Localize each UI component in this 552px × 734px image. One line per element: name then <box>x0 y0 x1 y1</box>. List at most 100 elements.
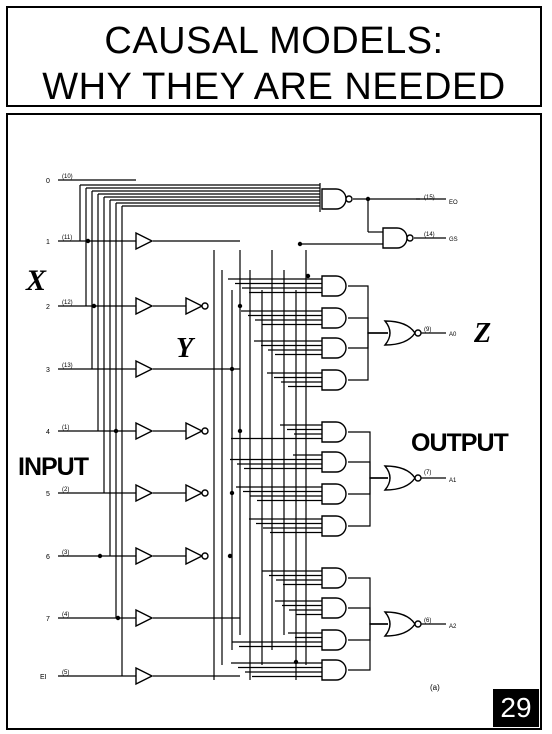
input-pin-1: (11) <box>62 235 72 241</box>
nand-gate <box>382 227 408 249</box>
output-pin-eo: (15) <box>424 195 435 201</box>
junction-dot <box>97 553 103 559</box>
input-label-0: 0 <box>46 178 50 185</box>
junction-dot <box>305 273 311 279</box>
buffer-gate <box>135 296 154 316</box>
and-gate <box>321 483 347 505</box>
output-pin-a0: (9) <box>424 327 431 333</box>
slide-title-line-2: WHY THEY ARE NEEDED <box>42 66 506 108</box>
junction-dot <box>115 615 121 621</box>
junction-dot <box>229 366 235 372</box>
nand-bubble <box>406 234 414 242</box>
junction-dot <box>113 428 119 434</box>
output-label-a2: A2 <box>449 624 457 630</box>
slide-title-line-1: CAUSAL MODELS: <box>104 20 444 62</box>
nand-gate <box>321 188 347 210</box>
input-label-6: 6 <box>46 554 50 561</box>
z-label: Z <box>473 318 491 349</box>
and-gate <box>321 451 347 473</box>
and-gate <box>321 307 347 329</box>
logic-gates <box>135 188 422 686</box>
buffer-gate <box>135 359 154 379</box>
inverter-bubble <box>201 302 209 310</box>
junction-dot <box>91 303 97 309</box>
junction-dot <box>85 238 91 244</box>
wire <box>348 431 388 479</box>
wire <box>348 623 388 641</box>
input-pin-2: (12) <box>62 300 73 306</box>
wires <box>58 179 446 680</box>
input-label-5: 5 <box>46 491 50 498</box>
and-gate <box>321 275 347 297</box>
output-heading: OUTPUT <box>411 429 509 457</box>
junction-dot <box>227 553 233 559</box>
wire <box>348 317 388 334</box>
output-label-gs: GS <box>449 237 458 243</box>
buffer-gate <box>135 608 154 628</box>
junction-dot <box>293 659 299 665</box>
input-pin-4: (1) <box>62 425 69 431</box>
junction-dot <box>237 303 243 309</box>
input-pin-6: (3) <box>62 550 69 556</box>
inverter-gate <box>185 421 204 441</box>
buffer-gate <box>135 546 154 566</box>
nor-gate <box>383 465 416 491</box>
input-pin-7: (4) <box>62 612 69 618</box>
diagram-frame <box>6 113 542 730</box>
x-label: X <box>25 264 47 297</box>
input-label-4: 4 <box>46 429 50 436</box>
and-gate <box>321 369 347 391</box>
nor-bubble <box>414 620 422 628</box>
buffer-gate <box>135 666 154 686</box>
y-label: Y <box>176 333 196 364</box>
buffer-gate <box>135 421 154 441</box>
and-gate <box>321 629 347 651</box>
input-pin-3: (13) <box>62 363 73 369</box>
nor-gate <box>383 320 416 346</box>
inverter-gate <box>185 546 204 566</box>
wire <box>348 332 388 381</box>
inverter-gate <box>185 296 204 316</box>
input-label-ei: EI <box>40 674 47 681</box>
junction-dot <box>365 196 371 202</box>
wire <box>348 623 388 671</box>
wire <box>348 477 388 495</box>
page-number-badge: 29 <box>493 689 539 727</box>
nand-bubble <box>345 195 353 203</box>
input-label-2: 2 <box>46 304 50 311</box>
junction-dots <box>85 196 371 665</box>
wire <box>348 607 388 625</box>
and-gate <box>321 337 347 359</box>
output-label-eo: EO <box>449 200 458 206</box>
junction-dot <box>237 428 243 434</box>
wire <box>348 461 388 479</box>
wire <box>348 577 388 625</box>
inverter-bubble <box>201 427 209 435</box>
input-pin-0: (10) <box>62 174 73 180</box>
wire <box>348 477 388 527</box>
output-label-a0: A0 <box>449 332 457 338</box>
and-gate <box>321 567 347 589</box>
input-label-3: 3 <box>46 367 50 374</box>
nor-bubble <box>414 329 422 337</box>
and-gate <box>321 421 347 443</box>
inverter-bubble <box>201 552 209 560</box>
input-label-1: 1 <box>46 239 50 246</box>
junction-dot <box>297 241 303 247</box>
output-pin-a2: (6) <box>424 618 431 624</box>
nor-gate <box>383 611 416 637</box>
and-gate <box>321 597 347 619</box>
output-pin-gs: (14) <box>424 232 435 238</box>
input-heading: INPUT <box>18 453 89 481</box>
and-gate <box>321 659 347 681</box>
input-pin-5: (2) <box>62 487 69 493</box>
buffer-gate <box>135 483 154 503</box>
figure-tag: (a) <box>430 683 440 692</box>
inverter-bubble <box>201 489 209 497</box>
and-gate <box>321 515 347 537</box>
output-pin-a1: (7) <box>424 470 431 476</box>
junction-dot <box>229 490 235 496</box>
input-pin-ei: (5) <box>62 670 69 676</box>
